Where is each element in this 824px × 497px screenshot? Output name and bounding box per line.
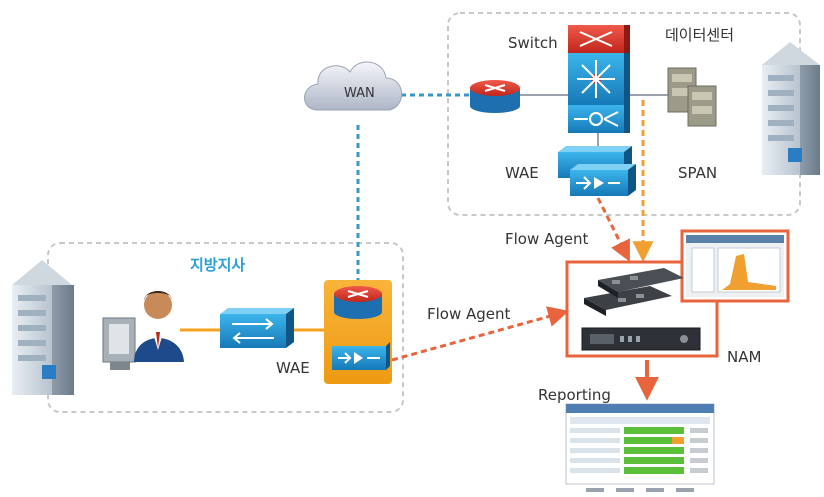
switch-stack-icon xyxy=(568,25,630,133)
flow-agent-top-label: Flow Agent xyxy=(505,230,589,248)
datacenter-label: 데이터센터 xyxy=(665,26,734,44)
user-workstation-icon xyxy=(102,291,184,370)
building-icon xyxy=(12,260,74,395)
branch-label: 지방지사 xyxy=(190,256,245,274)
span-label: SPAN xyxy=(678,164,717,182)
nam-label: NAM xyxy=(727,348,761,366)
wae-dc-label: WAE xyxy=(505,164,539,182)
router-icon xyxy=(334,286,382,319)
flow-top-arrow xyxy=(596,197,630,262)
report-screenshot-icon xyxy=(565,403,715,492)
cloud-icon xyxy=(304,61,402,111)
branch-region xyxy=(47,242,404,413)
branch-router-wae xyxy=(324,280,392,384)
building-icon xyxy=(762,42,820,175)
switch-label: Switch xyxy=(508,34,558,52)
wae-device-icon xyxy=(558,146,636,196)
server-cabinet-icon xyxy=(667,67,717,127)
reporting-label: Reporting xyxy=(538,386,611,404)
wae-branch-label: WAE xyxy=(276,359,310,377)
nam-appliance xyxy=(565,229,790,358)
wae-device-icon xyxy=(332,342,390,370)
chart-screenshot-icon xyxy=(686,235,784,297)
l2-switch-icon xyxy=(220,308,294,348)
flow-agent-branch-label: Flow Agent xyxy=(427,305,511,323)
wan-label: WAN xyxy=(344,86,375,101)
router-icon xyxy=(470,80,520,113)
nam-blade-icon xyxy=(581,268,701,351)
